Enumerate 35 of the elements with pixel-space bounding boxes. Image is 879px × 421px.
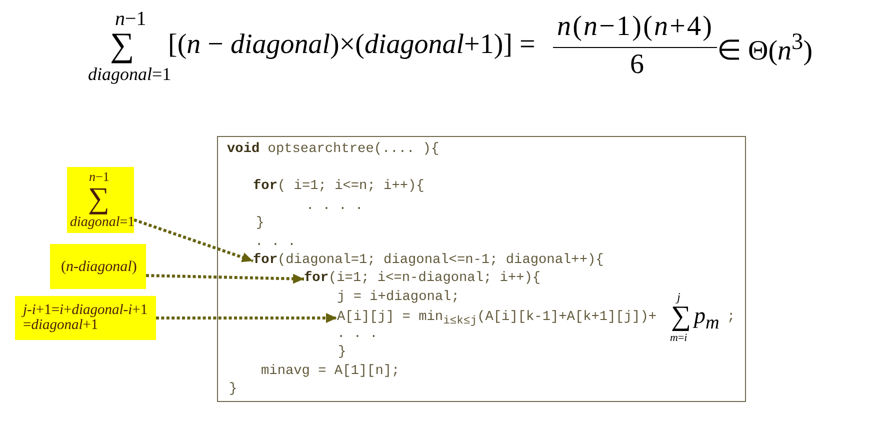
semicolon: ;: [727, 309, 736, 327]
code-line: . . . .: [306, 198, 364, 216]
lower-limit: diagonal=1: [88, 65, 172, 83]
lower-limit: diagonal=1: [70, 216, 135, 230]
code-line: minavg = A[1][n];: [261, 363, 400, 381]
code-line: void optsearchtree(.... ){: [227, 141, 440, 159]
fraction-denominator: 6: [630, 50, 644, 81]
lower-limit: m=i: [670, 333, 688, 344]
code-line: }: [229, 381, 238, 399]
dotted-arrow: [146, 274, 304, 284]
upper-limit: n−1: [115, 10, 146, 28]
summation-sign: ∑: [671, 303, 691, 331]
summation-sign: ∑: [110, 29, 134, 63]
code-line: }: [338, 344, 346, 362]
code-line: for( i=1; i<=n; i++){: [253, 178, 424, 196]
code-line: . . .: [255, 234, 296, 252]
formula-text: ∈ Θ(n$^{3}$): [717, 30, 813, 68]
summand: p$_{m}$: [694, 304, 720, 336]
highlight-box: [67, 167, 134, 233]
math-expression: (n-diagonal): [61, 259, 137, 276]
highlight-box: [50, 244, 146, 289]
summation-sign: ∑: [88, 184, 110, 214]
code-panel: [217, 136, 746, 402]
dotted-arrow: [134, 218, 254, 262]
math-expression: j-i+1=i+diagonal-i+1 =diagonal+1: [23, 303, 149, 333]
code-line: for(i=1; i<=n-diagonal; i++){: [304, 270, 541, 288]
code-line: for(diagonal=1; diagonal<=n-1; diagonal++){: [253, 252, 604, 270]
highlight-box: [15, 296, 156, 340]
code-line: j = i+diagonal;: [337, 289, 460, 307]
dotted-arrow: [156, 313, 337, 323]
upper-limit: n−1: [89, 171, 110, 183]
fraction-numerator: n(n−1)(n+4): [557, 12, 714, 43]
upper-limit: j: [677, 292, 680, 303]
code-line: }: [256, 215, 264, 233]
formula-text: [(n − diagonal)×(diagonal+1)] =: [168, 30, 536, 61]
